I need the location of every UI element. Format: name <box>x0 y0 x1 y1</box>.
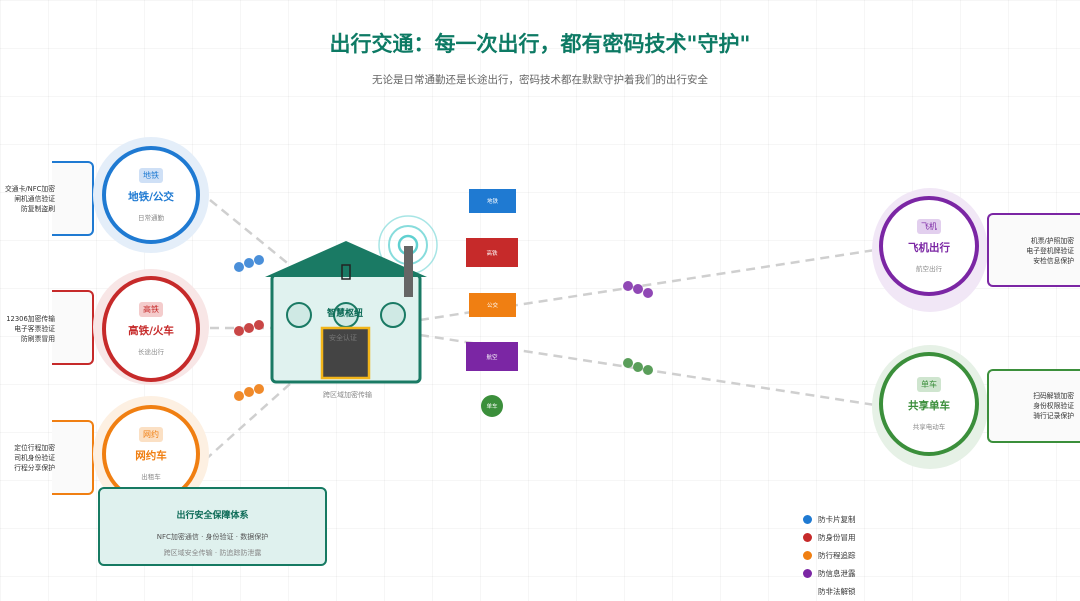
train-tag: 高铁 <box>139 302 163 317</box>
metro-dot <box>234 262 244 272</box>
metro-sub: 日常通勤 <box>138 214 164 222</box>
metro-card-text: 交通卡/NFC加密 闸机通信验证 防复制盗刷 <box>4 185 55 213</box>
metro-tag: 地铁 <box>139 168 163 183</box>
bike-dot <box>643 365 653 375</box>
legend-dot <box>803 533 812 542</box>
train-sub: 长途出行 <box>138 348 164 356</box>
bike-dot <box>633 362 643 372</box>
legend-dot <box>803 551 812 560</box>
train-dot <box>244 323 254 333</box>
hub-mid-label: 安全认证 <box>329 334 357 342</box>
bike-name: 共享单车 <box>908 400 950 412</box>
metro-dot <box>254 255 264 265</box>
hub-building-icon <box>265 241 427 384</box>
metro-dot <box>244 258 254 268</box>
train-card-text: 12306加密传输 电子客票验证 防刷票冒用 <box>6 315 55 343</box>
chip-metro: 地铁 <box>469 189 516 213</box>
legend-dot <box>803 587 812 596</box>
security-system-panel: 出行安全保障体系 NFC加密通信 · 身份验证 · 数据保护 跨区域安全传输 ·… <box>98 487 327 566</box>
legend-label: 防非法解锁 <box>818 587 856 596</box>
plane-sub: 航空出行 <box>916 265 942 273</box>
plane-name: 飞机出行 <box>908 242 950 254</box>
chip-flight: 航空 <box>466 342 518 371</box>
metro-node[interactable]: 地铁 地铁/公交 日常通勤 <box>102 146 200 244</box>
plane-dot <box>643 288 653 298</box>
legend-item: 防非法解锁 <box>803 586 856 597</box>
plane-dot <box>633 284 643 294</box>
legend-label: 防信息泄露 <box>818 569 856 578</box>
legend-item: 防卡片复制 <box>803 514 856 525</box>
bike-tag: 单车 <box>917 377 941 392</box>
line-ride-hub <box>204 374 301 461</box>
bike-node[interactable]: 单车 共享单车 共享电动车 <box>879 352 979 456</box>
bike-card <box>987 369 1080 443</box>
train-dot <box>254 320 264 330</box>
legend-item: 防信息泄露 <box>803 568 856 579</box>
ride-card <box>52 420 94 495</box>
chip-bus: 公交 <box>469 293 516 317</box>
chip-train: 高铁 <box>466 238 518 267</box>
ride-card-text: 定位行程加密 司机身份验证 行程分享保护 <box>14 444 55 472</box>
legend-dot <box>803 515 812 524</box>
plane-card <box>987 213 1080 287</box>
legend-item: 防身份冒用 <box>803 532 856 543</box>
bike-dot <box>623 358 633 368</box>
page-subtitle: 无论是日常通勤还是长途出行，密码技术都在默默守护着我们的出行安全 <box>372 74 708 86</box>
panel-line-2: 跨区域安全传输 · 防追踪防泄露 <box>163 549 262 557</box>
legend-item: 防行程追踪 <box>803 550 856 561</box>
train-node[interactable]: 高铁 高铁/火车 长途出行 <box>102 276 200 382</box>
train-name: 高铁/火车 <box>128 325 174 337</box>
page-title: 出行交通：每一次出行，都有密码技术"守护" <box>329 31 751 56</box>
ride-dot <box>254 384 264 394</box>
ride-tag: 网约 <box>139 427 163 442</box>
ride-name: 网约车 <box>135 450 167 462</box>
ride-sub: 出租车 <box>141 473 161 481</box>
metro-card <box>52 161 94 236</box>
panel-title: 出行安全保障体系 <box>176 511 249 521</box>
train-dot <box>234 326 244 336</box>
ride-dot <box>234 391 244 401</box>
bike-sub: 共享电动车 <box>912 423 946 431</box>
ride-dot <box>244 387 254 397</box>
hub-label: 智慧枢纽 <box>327 309 364 319</box>
panel-line-1: NFC加密通信 · 身份验证 · 数据保护 <box>156 533 269 541</box>
plane-node[interactable]: 飞机 飞机出行 航空出行 <box>879 196 979 296</box>
train-card <box>52 290 94 365</box>
plane-tag: 飞机 <box>917 219 941 234</box>
legend-label: 防行程追踪 <box>818 551 856 560</box>
metro-name: 地铁/公交 <box>128 191 174 203</box>
plane-dot <box>623 281 633 291</box>
legend-label: 防卡片复制 <box>818 515 856 524</box>
legend-label: 防身份冒用 <box>818 533 856 542</box>
chip-bike: 单车 <box>481 395 503 417</box>
bike-card-text: 扫码解锁加密 身份权限验证 骑行记录保护 <box>1033 392 1074 420</box>
legend-dot <box>803 569 812 578</box>
hub-caption: 跨区域加密传输 <box>323 391 372 399</box>
plane-card-text: 机票/护照加密 电子登机牌验证 安检信息保护 <box>1026 237 1074 265</box>
